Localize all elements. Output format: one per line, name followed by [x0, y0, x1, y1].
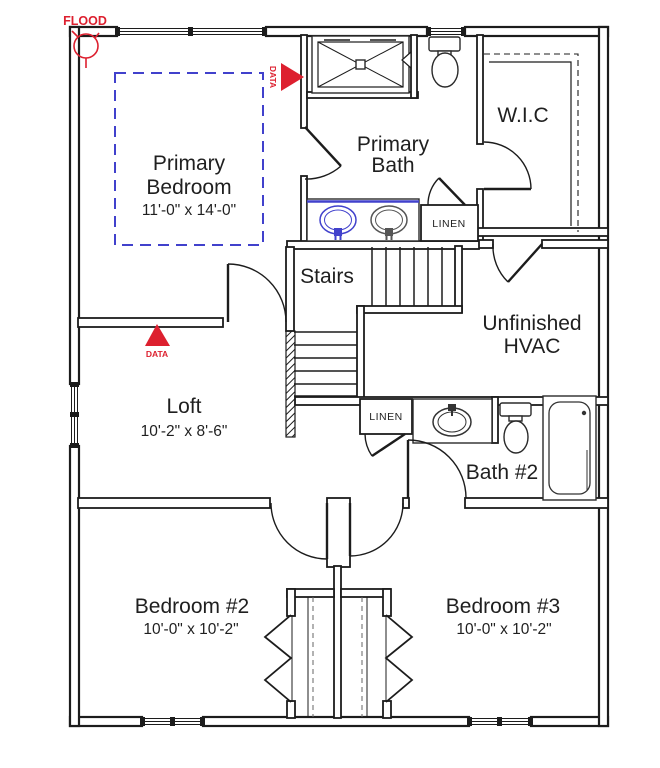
data-triangle-icon: [281, 63, 304, 91]
door-wic: [483, 141, 532, 191]
toilet-bath2-icon: [499, 402, 532, 454]
bathtub-icon: [542, 395, 597, 501]
stairs-upper-treads: [371, 247, 443, 306]
door-bedroom3: [348, 502, 404, 557]
stair-railing: [285, 330, 296, 438]
closet-bedroom2: [263, 597, 314, 717]
linen-upper-label: LINEN: [432, 218, 465, 230]
bifold-door-bedroom3-icon: [384, 614, 414, 703]
hvac-label-line1: Unfinished: [482, 312, 581, 335]
stairs-label: Stairs: [300, 265, 354, 288]
primary-bedroom-dims: 11'-0" x 14'-0": [142, 202, 236, 219]
primary-vanity: [306, 198, 420, 242]
bedroom2-dims: 10'-0" x 10'-2": [143, 621, 238, 638]
data-label: DATA: [146, 349, 168, 359]
wic-label: W.I.C: [497, 104, 548, 127]
room-labels: Primary Bedroom 11'-0" x 14'-0" Primary …: [135, 104, 582, 638]
door-hvac: [492, 243, 543, 283]
door-linen-lower: [364, 433, 406, 457]
bath2-vanity: [412, 398, 493, 444]
linen-lower-label: LINEN: [369, 411, 402, 423]
sink-bath2-icon: [432, 404, 472, 437]
window-top-left: [115, 27, 267, 36]
data-triangle-icon: [145, 324, 170, 346]
linen-upper-closet: [420, 204, 479, 242]
window-bottom-bedroom2: [140, 717, 205, 726]
shower-icon: [311, 35, 412, 94]
hvac-label-line2: HVAC: [504, 335, 561, 358]
primary-bath-label-line1: Primary: [357, 133, 430, 156]
toilet-primary-icon: [428, 36, 461, 88]
bath2-label: Bath #2: [466, 461, 538, 484]
closet-bedroom3: [361, 597, 414, 717]
loft-label: Loft: [166, 395, 201, 418]
flood-label: FLOOD: [63, 14, 107, 28]
window-bottom-bedroom3: [467, 717, 533, 726]
exterior-walls: [68, 25, 610, 728]
bedroom3-dims: 10'-0" x 10'-2": [456, 621, 551, 638]
shower-door-icon: [401, 50, 412, 70]
primary-bedroom-dashed-outline: [114, 72, 264, 246]
data-annotation-loft: DATA: [145, 324, 170, 359]
window-left-loft: [70, 382, 79, 448]
bedroom2-label: Bedroom #2: [135, 595, 249, 618]
door-bedroom2: [270, 502, 329, 560]
sink-blue-icon: [319, 205, 357, 240]
door-primary-bedroom: [226, 263, 287, 323]
door-linen-upper: [427, 177, 466, 206]
bifold-door-bedroom2-icon: [263, 614, 293, 703]
primary-bath-label-line2: Bath: [371, 154, 414, 177]
primary-bedroom-label-line2: Bedroom: [146, 176, 231, 199]
flood-light-icon: [71, 30, 100, 68]
sink-icon: [370, 205, 408, 240]
door-primary-bath: [304, 126, 342, 180]
primary-bedroom-label-line1: Primary: [153, 152, 226, 175]
door-bath2: [406, 439, 467, 499]
wic-shelving: [484, 53, 579, 232]
bedroom3-label: Bedroom #3: [446, 595, 560, 618]
window-top-toilet: [426, 27, 466, 36]
data-label: DATA: [268, 66, 278, 88]
flood-annotation: FLOOD: [63, 14, 107, 68]
data-annotation-primary-bath: DATA: [268, 63, 304, 91]
stairs-lower-treads: [294, 331, 357, 397]
linen-lower-closet: [359, 398, 413, 435]
loft-dims: 10'-2" x 8'-6": [141, 423, 228, 440]
